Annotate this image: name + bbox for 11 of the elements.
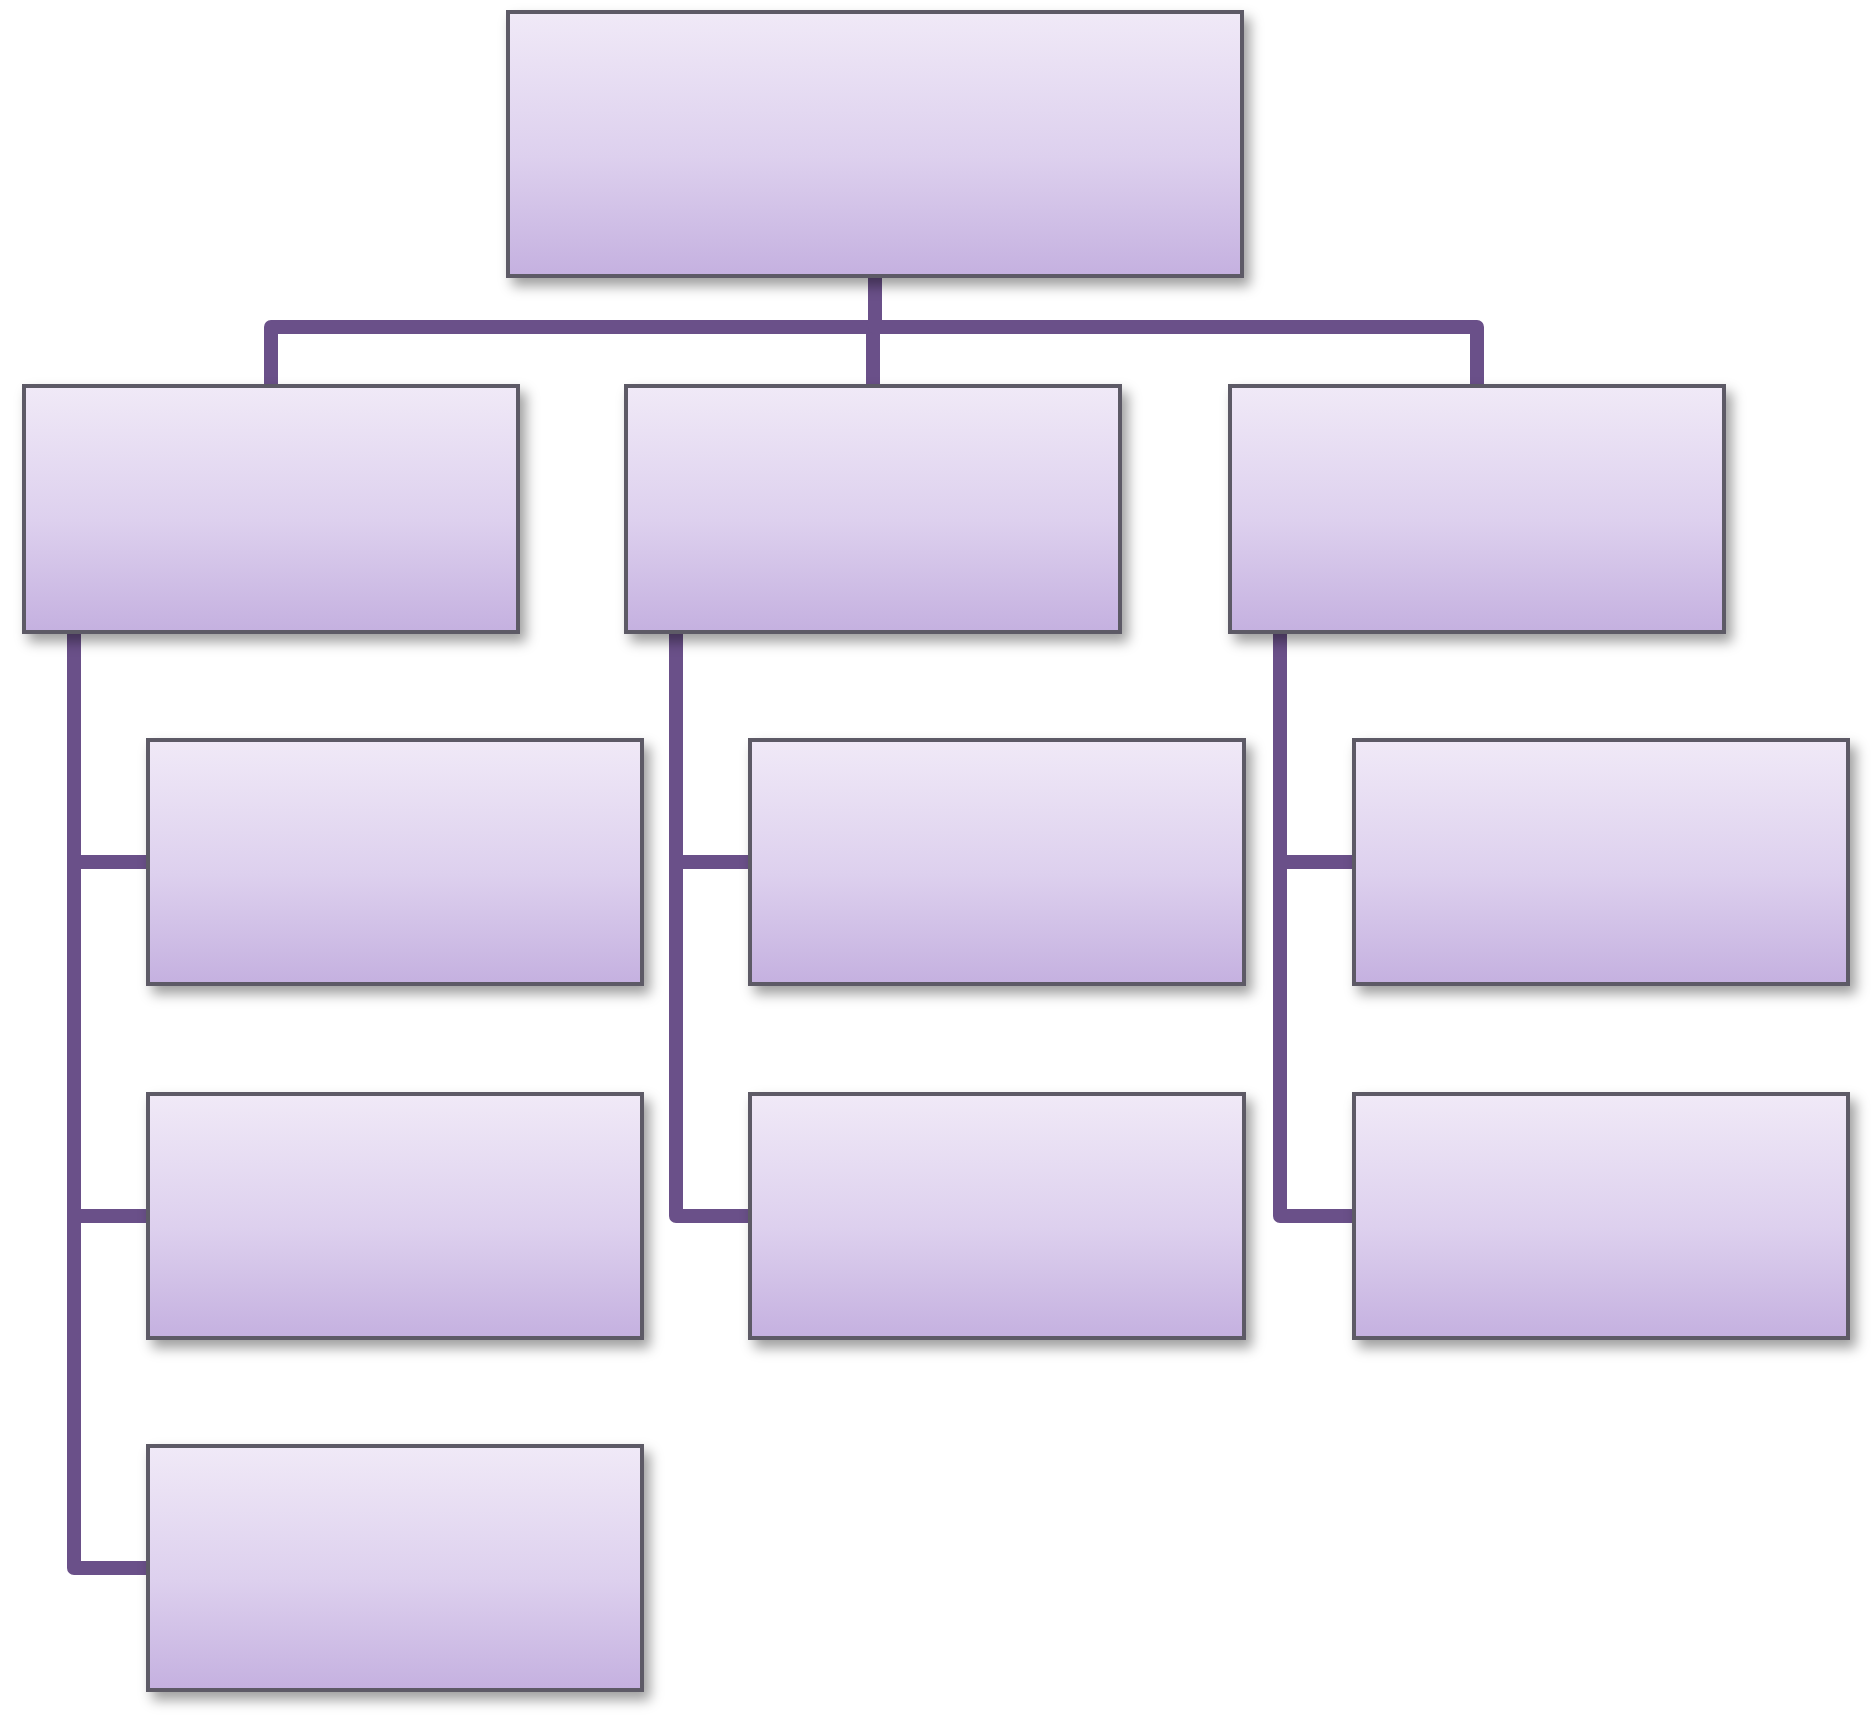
- org-chart-box: [624, 384, 1122, 634]
- org-chart-box: [506, 10, 1244, 278]
- org-chart-box: [748, 738, 1246, 986]
- org-chart-box: [1352, 738, 1850, 986]
- org-chart-box: [146, 738, 644, 986]
- org-chart-box: [748, 1092, 1246, 1340]
- org-chart-box: [22, 384, 520, 634]
- org-chart-box: [146, 1092, 644, 1340]
- org-chart-box: [1228, 384, 1726, 634]
- org-chart-box: [146, 1444, 644, 1692]
- org-chart-box: [1352, 1092, 1850, 1340]
